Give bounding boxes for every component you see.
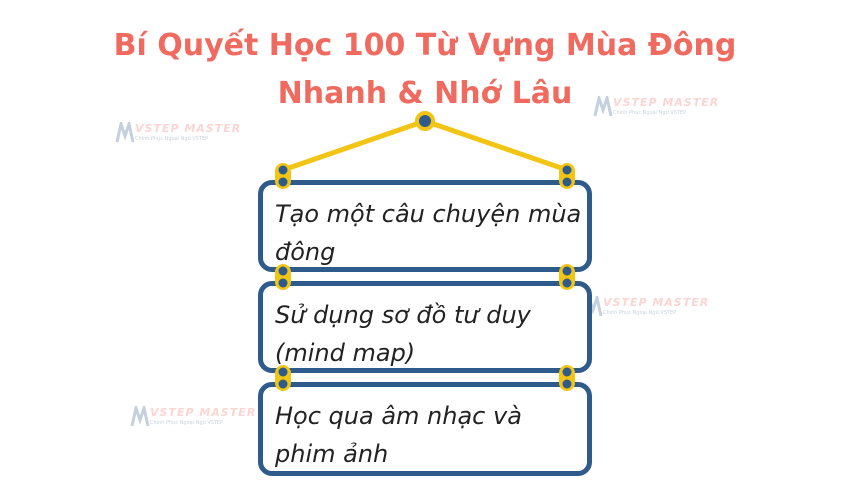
step-text-3: Học qua âm nhạc và phim ảnh <box>275 402 522 468</box>
watermark-brand: VSTEP MASTER <box>613 96 720 109</box>
watermark-tagline: Chinh Phục Ngoại Ngữ VSTEP <box>150 420 224 426</box>
link-dot <box>562 266 572 276</box>
link-dot <box>278 379 288 389</box>
watermark-logo-icon <box>130 402 150 427</box>
clip-dot <box>278 177 288 187</box>
link-dot <box>562 379 572 389</box>
watermark-logo-icon <box>115 118 135 143</box>
watermark-4: VSTEP MASTER Chinh Phục Ngoại Ngữ VSTEP <box>130 402 280 446</box>
step-text-2: Sử dụng sơ đồ tư duy (mind map) <box>275 301 531 367</box>
step-text-1: Tạo một câu chuyện mùa đông <box>275 200 582 266</box>
watermark-2: VSTEP MASTER Chinh Phục Ngoại Ngữ VSTEP <box>593 92 743 136</box>
clip-dot <box>562 177 572 187</box>
watermark-tagline: Chinh Phục Ngoại Ngữ VSTEP <box>135 136 209 142</box>
watermark-brand: VSTEP MASTER <box>603 296 710 309</box>
link-dot <box>278 266 288 276</box>
clip-dot <box>278 165 288 175</box>
watermark-brand: VSTEP MASTER <box>135 122 242 135</box>
link-dot <box>278 367 288 377</box>
step-box-2: Sử dụng sơ đồ tư duy (mind map) <box>258 281 592 373</box>
watermark-brand: VSTEP MASTER <box>150 406 257 419</box>
watermark-tagline: Chinh Phục Ngoại Ngữ VSTEP <box>613 110 687 116</box>
link-dot <box>562 278 572 288</box>
hanger-line-right <box>424 118 568 173</box>
clip-dot <box>562 165 572 175</box>
title-line-2: Nhanh & Nhớ Lâu <box>277 76 573 111</box>
watermark-logo-icon <box>593 92 613 117</box>
watermark-1: VSTEP MASTER Chinh Phục Ngoại Ngữ VSTEP <box>115 118 265 162</box>
step-box-1: Tạo một câu chuyện mùa đông <box>258 180 592 272</box>
hanger-line-left <box>282 118 426 173</box>
title-line-1: Bí Quyết Học 100 Từ Vựng Mùa Đông <box>113 28 737 63</box>
watermark-tagline: Chinh Phục Ngoại Ngữ VSTEP <box>603 310 677 316</box>
step-box-3: Học qua âm nhạc và phim ảnh <box>258 382 592 476</box>
link-dot <box>278 278 288 288</box>
link-dot <box>562 367 572 377</box>
hanger-top-dot <box>415 111 435 131</box>
